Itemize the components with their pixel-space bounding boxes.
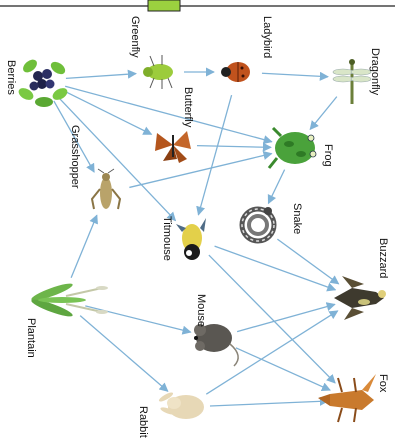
- plantain-icon: [30, 281, 108, 320]
- link-mouse-to-buzzard: [237, 304, 335, 331]
- label-timouse: Titmouse: [161, 216, 173, 261]
- link-ladybird-to-dragonfly: [262, 73, 328, 76]
- ladybird-icon: [221, 62, 250, 82]
- top-tab: [148, 0, 180, 11]
- node-snake: Snake: [242, 203, 303, 241]
- link-plantain-to-rabbit: [80, 316, 168, 392]
- node-buzzard: Buzzard: [334, 238, 389, 320]
- label-snake: Snake: [291, 203, 303, 234]
- link-frog-to-snake: [268, 170, 284, 204]
- link-berries-to-greenfly: [66, 74, 136, 79]
- label-berries: Berries: [5, 60, 17, 95]
- node-frog: Frog: [269, 128, 334, 168]
- label-frog: Frog: [322, 144, 334, 167]
- label-mouse: Mouse: [195, 294, 207, 327]
- buzzard-icon: [334, 276, 386, 320]
- titmouse-icon: [176, 218, 206, 260]
- node-timouse: Titmouse: [161, 216, 206, 261]
- link-plantain-to-grasshopper: [71, 215, 97, 278]
- node-dragonfly: Dragonfly: [333, 48, 381, 104]
- link-plantain-to-mouse: [85, 306, 190, 332]
- link-grasshopper-to-frog: [129, 154, 271, 188]
- node-fox: Fox: [318, 374, 389, 422]
- label-plantain: Plantain: [25, 318, 37, 358]
- node-greenfly: Greenfly: [129, 16, 173, 89]
- greenfly-icon: [143, 55, 173, 89]
- link-ladybird-to-timouse: [198, 95, 231, 215]
- grasshopper-icon: [92, 169, 120, 209]
- link-berries-to-frog: [65, 86, 272, 142]
- label-ladybird: Ladybird: [261, 16, 273, 58]
- node-butterfly: Butterfly: [155, 87, 194, 163]
- mouse-icon: [194, 324, 238, 366]
- dragonfly-icon: [333, 59, 371, 104]
- node-rabbit: Rabbit: [137, 391, 204, 438]
- frog-icon: [269, 128, 316, 168]
- label-butterfly: Butterfly: [182, 87, 194, 128]
- node-mouse: Mouse: [194, 294, 238, 366]
- link-mouse-to-fox: [236, 348, 330, 390]
- link-snake-to-buzzard: [277, 239, 338, 284]
- link-dragonfly-to-frog: [310, 97, 337, 130]
- fox-icon: [318, 374, 376, 422]
- label-grasshopper: Grasshopper: [69, 125, 81, 189]
- butterfly-icon: [155, 131, 191, 163]
- label-greenfly: Greenfly: [129, 16, 141, 58]
- node-ladybird: Ladybird: [221, 16, 273, 82]
- node-plantain: Plantain: [25, 281, 108, 358]
- label-buzzard: Buzzard: [377, 238, 389, 278]
- label-rabbit: Rabbit: [137, 406, 149, 438]
- berries-icon: [17, 57, 70, 107]
- link-butterfly-to-frog: [197, 146, 271, 148]
- snake-icon: [242, 207, 274, 241]
- link-rabbit-to-fox: [210, 401, 328, 406]
- rabbit-icon: [158, 391, 204, 419]
- label-fox: Fox: [377, 374, 389, 393]
- node-grasshopper: Grasshopper: [69, 125, 120, 209]
- label-dragonfly: Dragonfly: [369, 48, 381, 96]
- link-rabbit-to-buzzard: [206, 311, 337, 394]
